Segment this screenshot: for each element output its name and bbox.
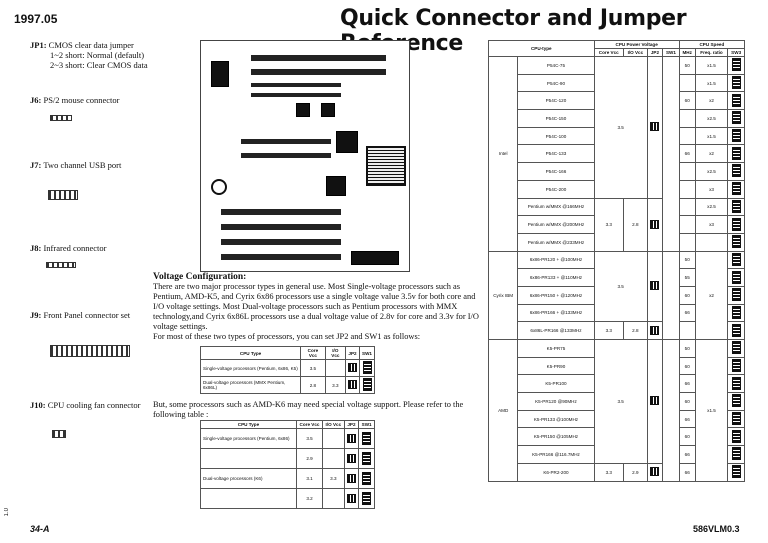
- battery: [211, 179, 227, 195]
- document-code: 586VLM0.3: [693, 524, 740, 534]
- isa-slot-1: [221, 209, 341, 215]
- system-chip: [351, 251, 399, 265]
- j9-connector-diagram: [50, 345, 130, 357]
- chipset-south: [326, 176, 346, 196]
- cpu-reference-table: CPU-type CPU Power Voltage CPU Speed Cor…: [487, 40, 746, 482]
- isa-slot-2: [221, 224, 341, 230]
- j10-section: J10: CPU cooling fan connector: [30, 400, 141, 410]
- pci-slot-1: [221, 239, 341, 245]
- page-number: 34-A: [30, 524, 50, 534]
- ide-connector-1: [241, 139, 331, 144]
- j8-section: J8: Infrared connector: [30, 243, 107, 253]
- keyboard-connector: [211, 61, 229, 87]
- simm-slot-2: [251, 69, 386, 75]
- j7-connector-diagram: [48, 190, 78, 200]
- side-version: 1.0: [4, 508, 10, 517]
- j10-connector-diagram: [52, 430, 66, 438]
- j7-section: J7: Two channel USB port: [30, 160, 122, 170]
- j6-section: J6: PS/2 mouse connector: [30, 95, 120, 105]
- document-date: 1997.05: [14, 12, 58, 26]
- pci-slot-2: [221, 254, 341, 260]
- voltage-configuration: Voltage Configuration: There are two maj…: [153, 272, 483, 342]
- dimm-slot-2: [251, 93, 341, 97]
- ide-connector-2: [241, 153, 331, 158]
- voltage-heading: Voltage Configuration:: [153, 272, 247, 282]
- j9-section: J9: Front Panel connector set: [30, 310, 131, 320]
- simm-slot-1: [251, 55, 386, 61]
- chip-1: [296, 103, 310, 117]
- voltage-note: But, some processors such as AMD-K6 may …: [153, 400, 464, 419]
- chipset-north: [336, 131, 358, 153]
- motherboard-diagram: [200, 40, 410, 272]
- cpu-socket: [366, 146, 406, 186]
- voltage-para1: There are two major processor types in g…: [153, 282, 479, 331]
- jp1-section: JP1: CMOS clear data jumper 1~2 short: N…: [30, 40, 148, 70]
- j8-connector-diagram: [46, 262, 76, 268]
- j6-connector-diagram: [50, 115, 72, 121]
- dimm-slot-1: [251, 83, 341, 87]
- chip-2: [321, 103, 335, 117]
- voltage-para2: For most of these two types of processor…: [153, 332, 421, 341]
